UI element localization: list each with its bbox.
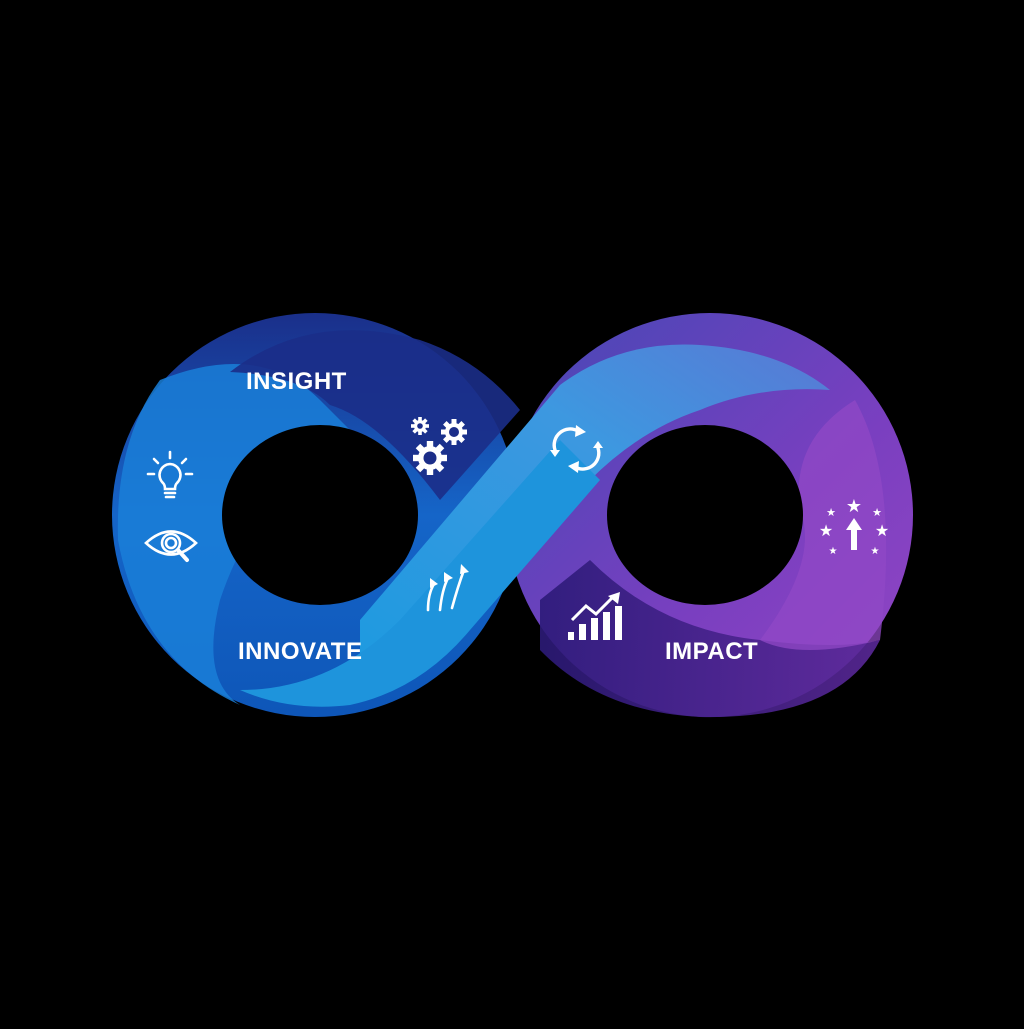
svg-text:★: ★	[826, 506, 836, 519]
stars-arrow-icon: ★ ★ ★ ★ ★ ★ ★	[819, 496, 889, 557]
rising-arrows-icon	[426, 564, 469, 612]
svg-text:★: ★	[829, 546, 838, 557]
lightbulb-icon	[146, 450, 194, 499]
svg-text:★: ★	[872, 506, 882, 519]
growth-chart-icon	[568, 592, 622, 640]
gears-icon	[411, 417, 467, 475]
refresh-cycle-icon	[550, 425, 603, 473]
svg-text:★: ★	[871, 546, 880, 557]
eye-search-icon	[144, 530, 198, 562]
stage-label-impact: IMPACT	[665, 638, 759, 665]
stage-label-innovate: INNOVATE	[238, 638, 363, 665]
svg-text:★: ★	[819, 521, 833, 540]
stage-label-insight: INSIGHT	[246, 368, 347, 395]
svg-text:★: ★	[846, 496, 862, 517]
svg-text:★: ★	[875, 521, 889, 540]
